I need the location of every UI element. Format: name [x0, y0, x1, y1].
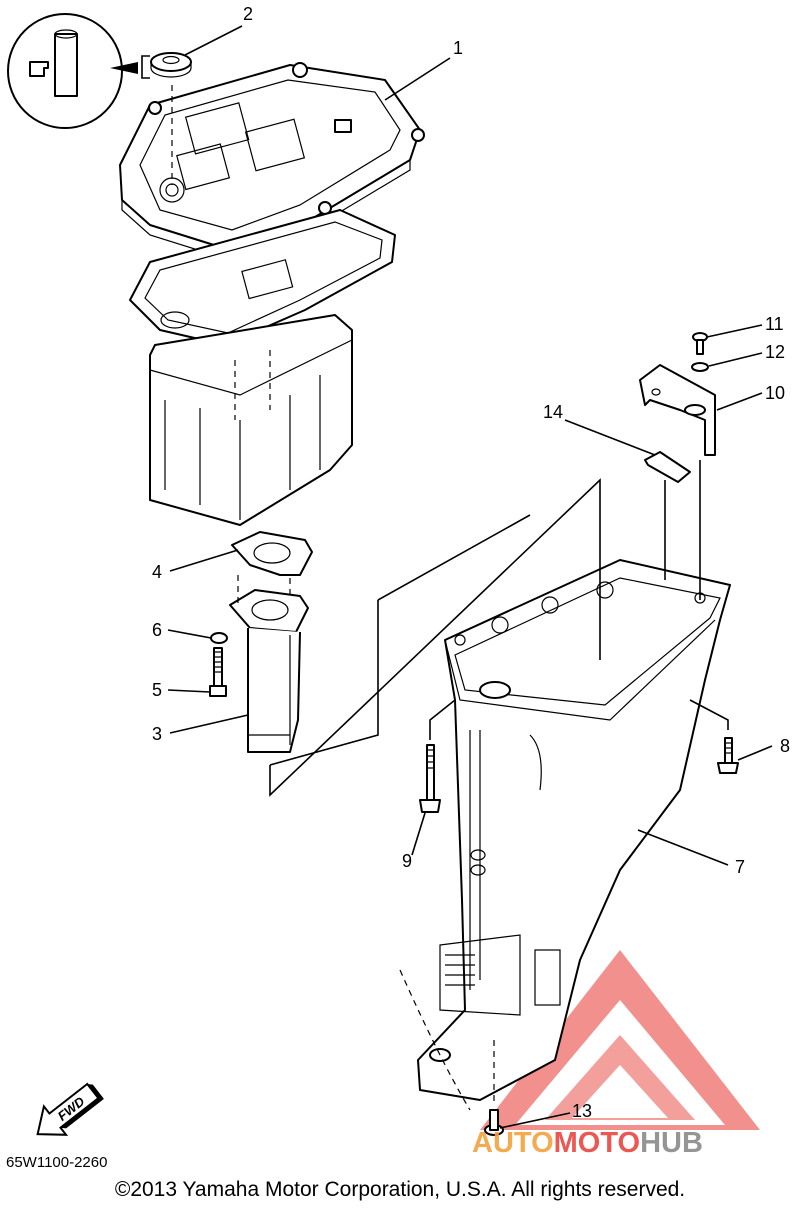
- part-5-bolt: [209, 647, 227, 697]
- callout-1: 1: [453, 38, 463, 58]
- callout-13: 13: [572, 1101, 592, 1121]
- callout-2: 2: [243, 4, 253, 24]
- callout-labels: 1 2 3 4 5 6 7 8 9 10 11 12 13 14: [152, 4, 790, 1121]
- watermark-brand: AUTOMOTOHUB: [472, 1127, 703, 1159]
- callout-11: 11: [765, 314, 784, 334]
- part-14-clip: [644, 451, 691, 483]
- part-13-bolt: [484, 1040, 504, 1136]
- callout-9: 9: [402, 851, 412, 871]
- callout-5: 5: [152, 680, 162, 700]
- copyright-notice: ©2013 Yamaha Motor Corporation, U.S.A. A…: [115, 1178, 685, 1201]
- assembly-lines: [171, 85, 729, 797]
- drawing-code: 65W1100-2260: [6, 1154, 107, 1171]
- detail-inset: [7, 13, 150, 129]
- part-12-washer: [691, 362, 709, 372]
- watermark-auto: AUTO: [472, 1127, 554, 1159]
- part-8-bolt: [717, 737, 739, 774]
- part-2-grommet: [150, 52, 192, 78]
- part-9-bolt: [419, 744, 441, 813]
- watermark-moto: MOTO: [554, 1127, 640, 1159]
- part-3-exhaust-tube: [229, 575, 309, 753]
- callout-14: 14: [543, 402, 563, 422]
- callout-3: 3: [152, 724, 162, 744]
- part-1-upper-casing: [119, 62, 425, 261]
- callout-10: 10: [765, 383, 785, 403]
- part-10-bracket: [639, 364, 716, 456]
- part-6-washer: [210, 632, 228, 644]
- callout-4: 4: [152, 562, 162, 582]
- fwd-arrow: FWD: [36, 1082, 104, 1136]
- watermark-hub: HUB: [640, 1127, 703, 1159]
- callout-8: 8: [780, 736, 790, 756]
- oil-pan: [149, 314, 353, 526]
- watermark-logo: [480, 950, 760, 1130]
- part-4-gasket: [231, 531, 313, 576]
- callout-12: 12: [765, 342, 785, 362]
- callout-6: 6: [152, 620, 162, 640]
- upper-gasket: [129, 209, 396, 346]
- leader-lines: [167, 25, 773, 1129]
- part-11-screw: [692, 332, 708, 355]
- callout-7: 7: [735, 857, 745, 877]
